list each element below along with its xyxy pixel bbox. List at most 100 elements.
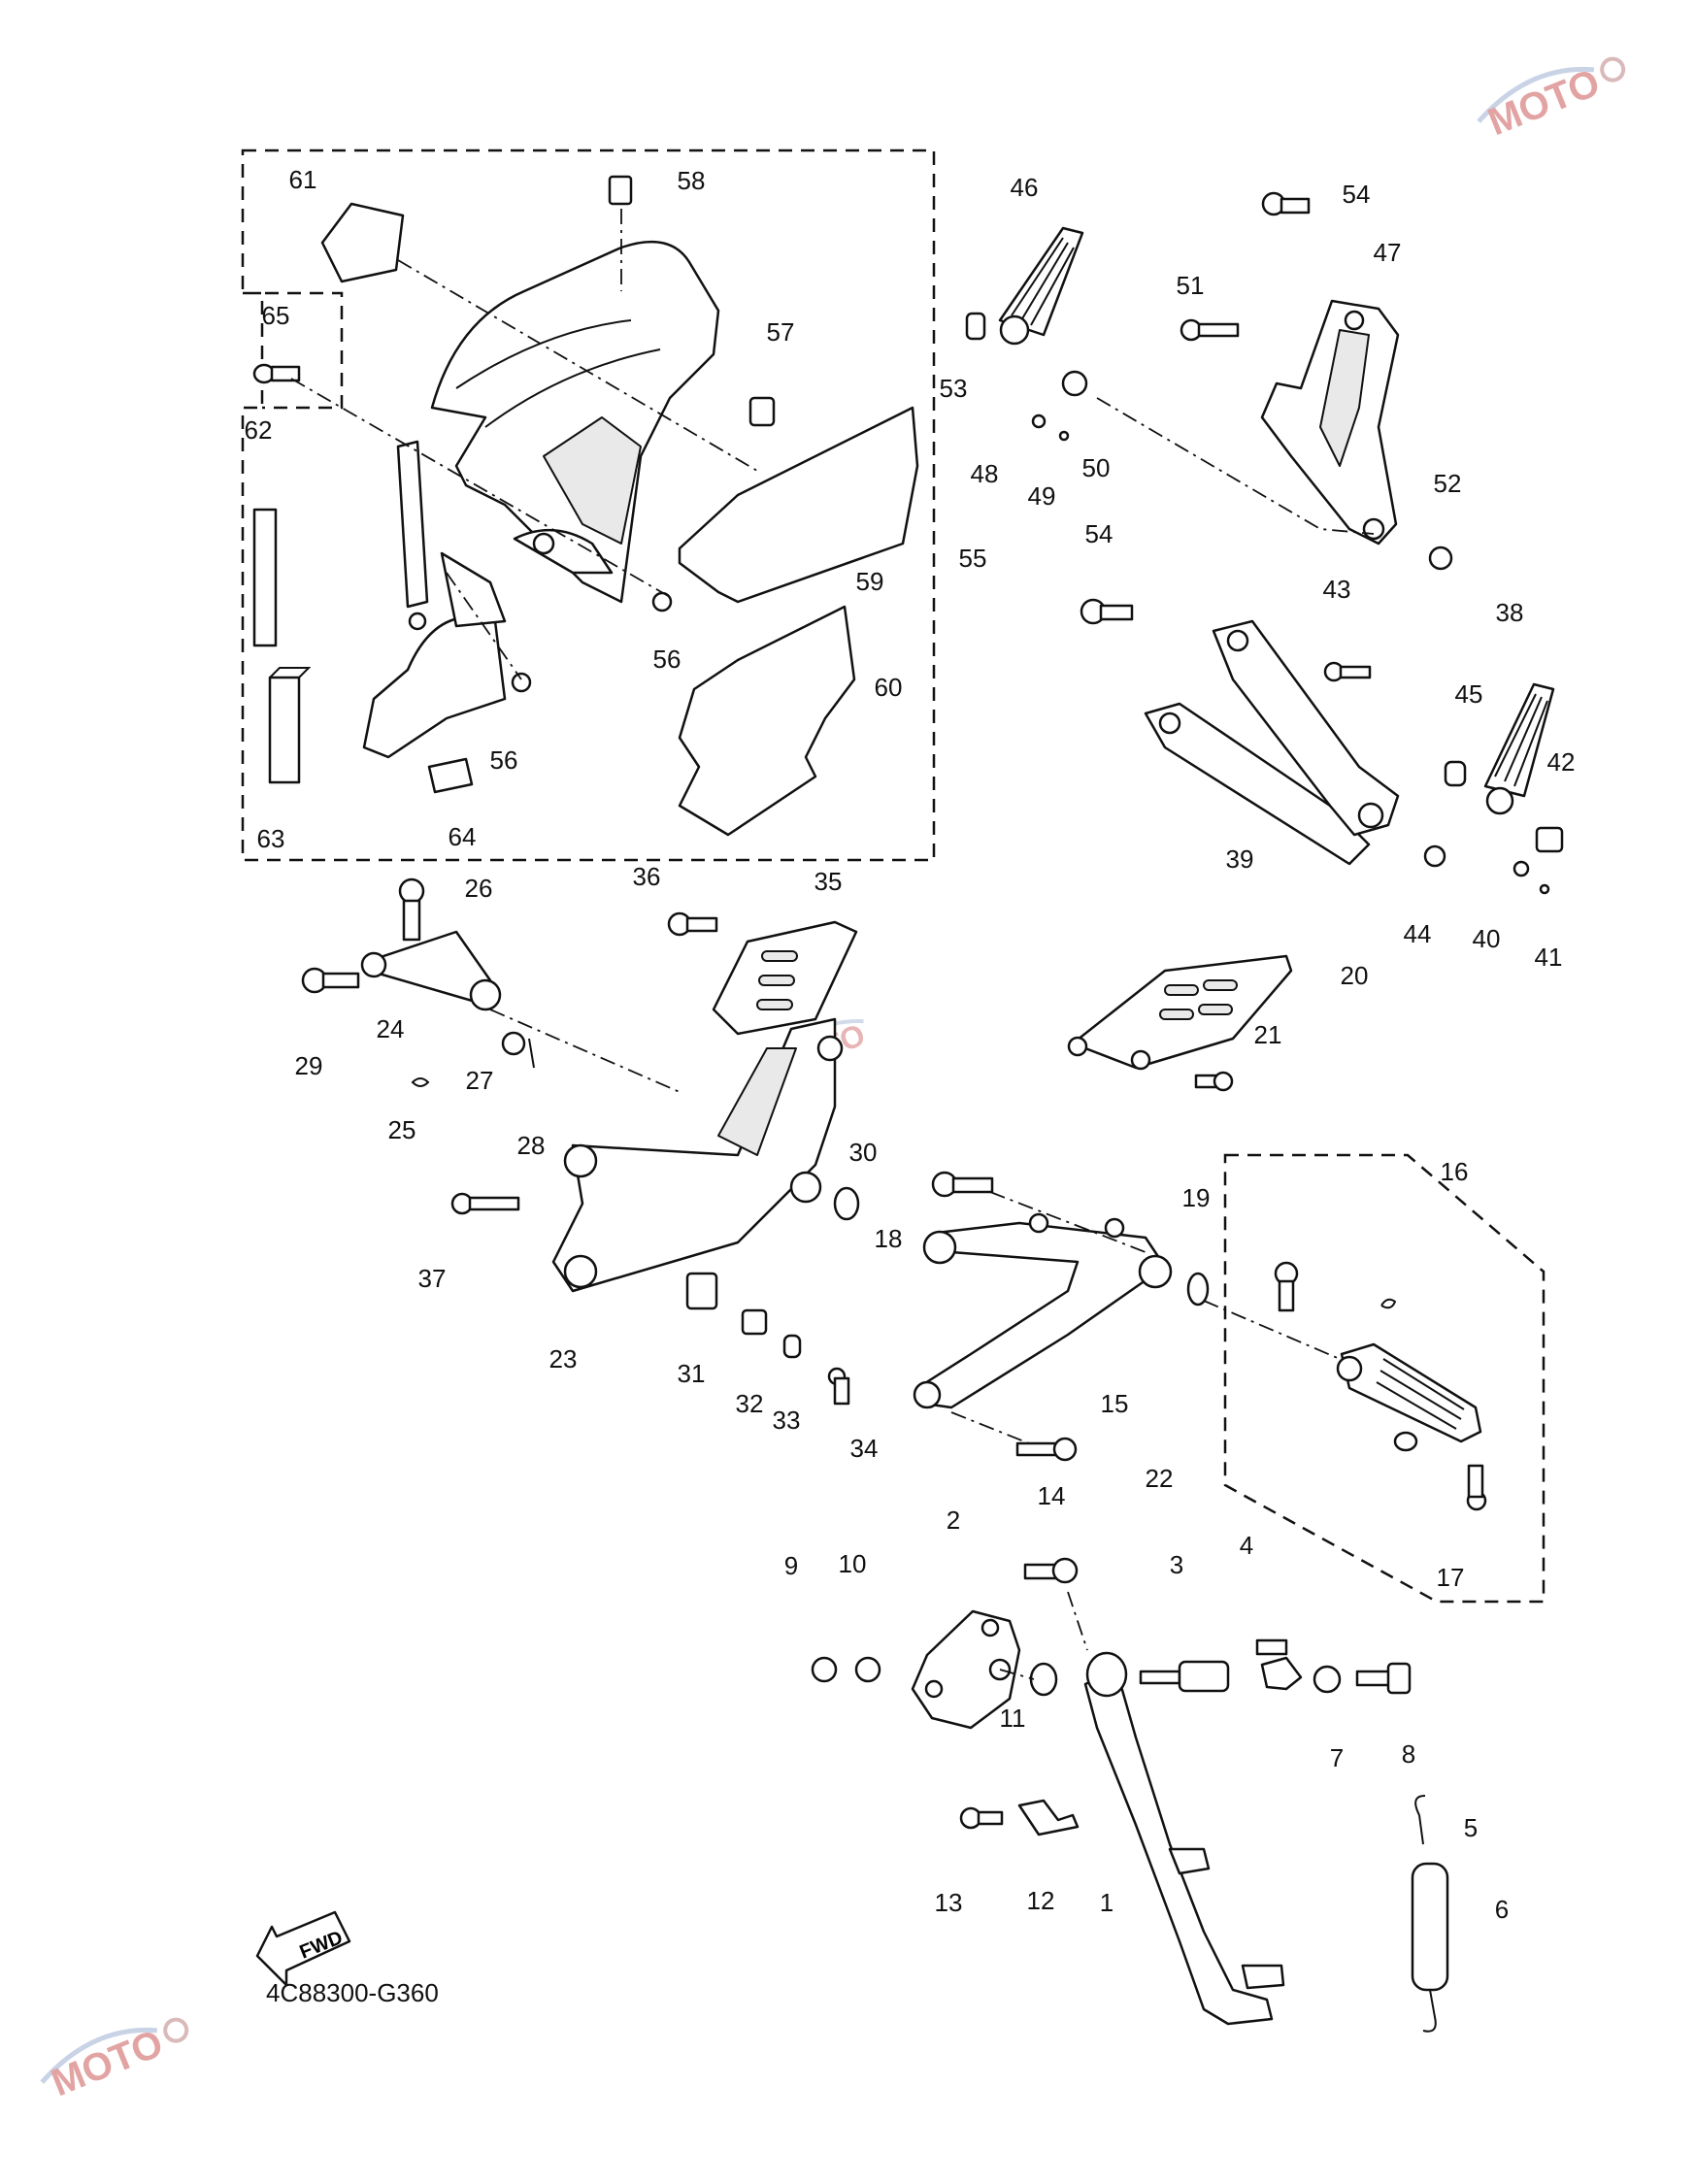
callout-60: 60 [875, 673, 903, 702]
callout-6: 6 [1495, 1895, 1509, 1924]
part-42-detent [1535, 826, 1564, 853]
callout-43: 43 [1323, 575, 1351, 604]
callout-31: 31 [678, 1359, 706, 1388]
watermark-logo-bottom: MOTO [40, 2017, 189, 2104]
part-15-bracket [913, 1212, 1173, 1409]
callout-17: 17 [1437, 1563, 1465, 1592]
part-62-strip [252, 508, 278, 647]
callout-37: 37 [418, 1264, 447, 1293]
part-41-spring [1539, 883, 1550, 895]
part-46-footpeg [998, 226, 1084, 346]
callout-44: 44 [1404, 919, 1432, 948]
callout-26: 26 [465, 874, 493, 903]
part-6-spring [1411, 1862, 1449, 2033]
part-64-label [427, 757, 474, 794]
callout-29: 29 [295, 1051, 323, 1080]
part-30-washer [833, 1186, 860, 1221]
callout-59: 59 [856, 567, 884, 596]
callout-57: 57 [767, 317, 795, 347]
part-1-sidestand [1083, 1651, 1285, 2026]
part-5-spring [1414, 1795, 1426, 1845]
callout-54: 54 [1343, 180, 1371, 209]
group-box-16 [1223, 1153, 1545, 1604]
callout-4: 4 [1240, 1531, 1253, 1560]
part-49-spring [1058, 430, 1070, 442]
callout-12: 12 [1027, 1886, 1055, 1915]
part-33-collar [782, 1334, 802, 1359]
part-40-ball [1512, 860, 1530, 877]
callout-23: 23 [549, 1344, 578, 1373]
fwd-arrow-icon: FWD [255, 1910, 351, 1987]
part-13-bolt [959, 1806, 1004, 1830]
part-45-pin [1444, 760, 1467, 787]
callout-56: 56 [653, 645, 681, 674]
part-58-clip [608, 175, 633, 206]
callout-40: 40 [1473, 924, 1501, 953]
callout-38: 38 [1496, 598, 1524, 627]
part-65-bolt [252, 363, 301, 384]
callout-21: 21 [1254, 1020, 1282, 1049]
part-32-nut [741, 1308, 768, 1336]
part-10-washer [854, 1656, 881, 1683]
callout-46: 46 [1011, 173, 1039, 202]
callout-3: 3 [1170, 1550, 1183, 1579]
part-39-bracket [1144, 619, 1400, 866]
callout-14: 14 [1038, 1481, 1066, 1510]
part-3-pivot-bolt [1139, 1660, 1230, 1693]
part-54-bolt-top [1261, 191, 1311, 216]
part-35-plate [712, 920, 858, 1036]
callout-45: 45 [1455, 679, 1483, 709]
callout-8: 8 [1402, 1739, 1415, 1769]
part-lower-bracket [362, 440, 507, 759]
part-25-spring [411, 1077, 430, 1087]
part-59-heatshield [678, 406, 919, 604]
callout-50: 50 [1082, 453, 1111, 482]
part-53-pin [965, 312, 986, 341]
callout-56b: 56 [490, 745, 518, 775]
callout-55: 55 [959, 544, 987, 573]
callout-27: 27 [466, 1066, 494, 1095]
callout-54b: 54 [1085, 519, 1113, 548]
part-12-bracket [1017, 1799, 1080, 1837]
callout-19: 19 [1182, 1183, 1211, 1212]
callout-41: 41 [1535, 943, 1563, 972]
part-21-bolt [1194, 1071, 1234, 1092]
part-8-bolt [1355, 1662, 1412, 1695]
callout-24: 24 [377, 1014, 405, 1043]
callout-51: 51 [1177, 271, 1205, 300]
part-guard-main [430, 240, 720, 604]
part-11-washer [1029, 1662, 1058, 1697]
part-23-bracket [551, 1017, 844, 1293]
part-63-strip [268, 667, 312, 784]
callout-20: 20 [1341, 961, 1369, 990]
part-34-bolt [827, 1367, 850, 1406]
callout-9: 9 [784, 1551, 798, 1580]
part-28-pin [528, 1038, 535, 1069]
callout-10: 10 [839, 1549, 867, 1578]
part-27-washer [501, 1031, 526, 1056]
callout-65: 65 [262, 301, 290, 330]
callout-64: 64 [449, 822, 477, 851]
callout-25: 25 [388, 1115, 416, 1144]
part-9-nut [811, 1656, 838, 1683]
callout-49: 49 [1028, 481, 1056, 511]
part-24-rod [360, 930, 502, 1011]
callout-15: 15 [1101, 1389, 1129, 1418]
part-18-bolt [931, 1171, 994, 1198]
callout-5: 5 [1464, 1813, 1478, 1842]
callout-58: 58 [678, 166, 706, 195]
callout-16: 16 [1441, 1157, 1469, 1186]
callout-11: 11 [1000, 1704, 1026, 1733]
part-19-washer [1186, 1272, 1210, 1307]
callout-61: 61 [289, 165, 317, 194]
part-47-bracket [1260, 299, 1400, 546]
part-56-nut-b [511, 672, 532, 693]
part-37-bolt [450, 1192, 520, 1215]
callout-22: 22 [1146, 1464, 1174, 1493]
part-50-detent [1061, 370, 1088, 397]
watermark-logo-top: MOTO [1477, 56, 1626, 144]
callout-35: 35 [814, 867, 843, 896]
part-52-nut [1428, 546, 1453, 571]
